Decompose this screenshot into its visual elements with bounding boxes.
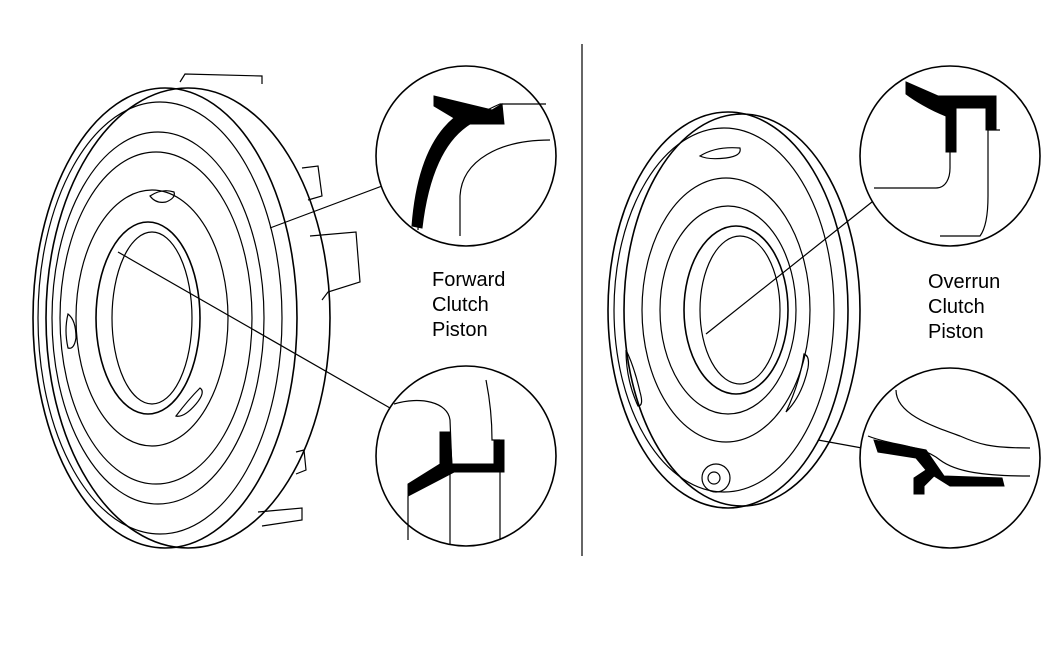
forward-label-line: Clutch <box>432 294 489 316</box>
overrun-clutch-piston-label: Overrun Clutch Piston <box>928 270 1000 345</box>
forward-clutch-piston-label: Forward Clutch Piston <box>432 268 505 343</box>
overrun-clutch-piston-drawing <box>607 111 861 509</box>
overrun-label-line: Clutch <box>928 296 985 318</box>
overrun-outer-seal-leader <box>817 439 863 449</box>
forward-label-line: Forward <box>432 269 506 291</box>
overrun-inner-seal-callout <box>859 65 1041 247</box>
forward-label-line: Piston <box>432 319 488 341</box>
forward-inner-seal-leader <box>117 251 391 409</box>
forward-inner-seal-callout <box>375 365 557 547</box>
forward-outer-seal-callout <box>375 65 557 247</box>
overrun-outer-seal-callout <box>859 367 1041 549</box>
forward-outer-seal-leader <box>269 185 383 229</box>
forward-clutch-piston-drawing <box>32 73 361 549</box>
overrun-label-line: Piston <box>928 321 984 343</box>
overrun-label-line: Overrun <box>928 271 1001 293</box>
overrun-inner-seal-leader <box>705 193 883 335</box>
